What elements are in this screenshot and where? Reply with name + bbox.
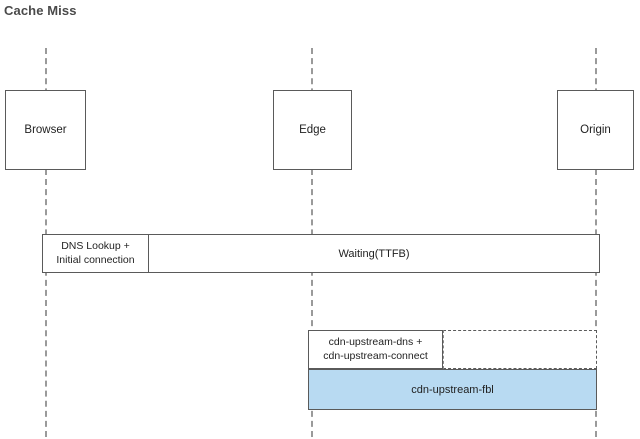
actor-label-origin: Origin (580, 124, 611, 136)
actor-box-browser: Browser (5, 90, 86, 170)
timing-segment-cdn-upstream-fbl-label: cdn-upstream-fbl (411, 383, 494, 396)
actor-label-edge: Edge (299, 124, 326, 136)
timing-segment-cdn-upstream-dns-connect-line1: cdn-upstream-dns + (328, 336, 423, 349)
timing-segment-cdn-upstream-pending (443, 330, 597, 369)
page-title: Cache Miss (4, 3, 77, 18)
actor-box-origin: Origin (557, 90, 634, 170)
timing-bar-upstream-fbl: cdn-upstream-fbl (308, 369, 597, 410)
timing-segment-cdn-upstream-dns-connect: cdn-upstream-dns + cdn-upstream-connect (308, 330, 443, 369)
actor-box-edge: Edge (273, 90, 352, 170)
timing-bar-upstream-connect: cdn-upstream-dns + cdn-upstream-connect (308, 330, 597, 369)
timing-segment-dns-initial-connection: DNS Lookup + Initial connection (43, 235, 149, 272)
timing-segment-dns-initial-connection-line2: Initial connection (56, 253, 135, 266)
timing-segment-cdn-upstream-dns-connect-line2: cdn-upstream-connect (323, 349, 428, 362)
timing-segment-dns-initial-connection-line1: DNS Lookup + (61, 240, 130, 253)
timing-bar-client: DNS Lookup + Initial connection Waiting(… (42, 234, 600, 273)
actor-label-browser: Browser (24, 124, 67, 136)
timing-segment-waiting-ttfb: Waiting(TTFB) (149, 235, 599, 272)
timing-segment-waiting-ttfb-label: Waiting(TTFB) (338, 247, 410, 260)
